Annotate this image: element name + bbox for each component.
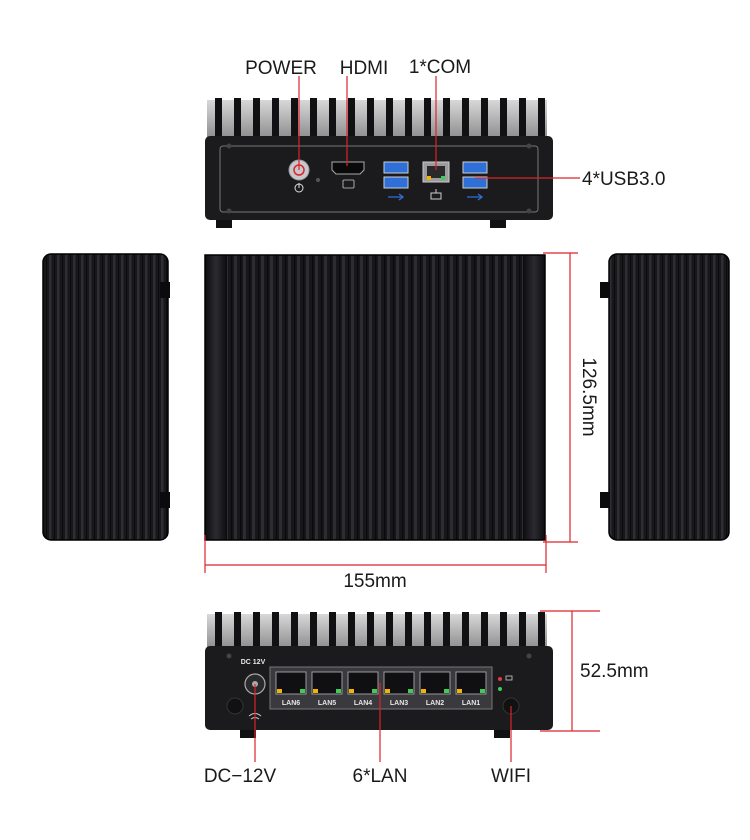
front-faceplate (205, 136, 553, 220)
com-label: 1*COM (409, 57, 471, 78)
screw (526, 653, 532, 659)
front-callout-lines (298, 76, 580, 179)
lan-port-label: LAN5 (318, 700, 336, 707)
rear-heatsink-fins (207, 612, 547, 650)
lan-port-label: LAN6 (282, 700, 300, 707)
lan-port (311, 671, 343, 695)
lan-port-label: LAN1 (462, 700, 480, 707)
hdmi-label: HDMI (340, 58, 389, 79)
front-led (316, 178, 320, 182)
top-view (204, 254, 546, 541)
usb-stack-right (462, 161, 488, 189)
front-foot-right (490, 220, 506, 228)
lan-port-label: LAN3 (390, 700, 408, 707)
rear-callout-lines (254, 683, 512, 762)
front-heatsink-fins (207, 98, 547, 140)
front-bezel-frame (219, 145, 539, 213)
lan-port (419, 671, 451, 695)
hdmi-port (331, 161, 365, 175)
rear-foot-right (494, 730, 510, 738)
front-panel-view (205, 76, 580, 228)
wifi-label: WIFI (491, 766, 531, 787)
lan-port (383, 671, 415, 695)
power-label: POWER (245, 58, 317, 79)
dimension-lines (204, 252, 600, 732)
dc-label: DC−12V (204, 766, 277, 787)
left-side-view (42, 253, 170, 541)
screw (226, 653, 232, 659)
hdd-icon (505, 675, 513, 681)
lan-port (455, 671, 487, 695)
rear-panel-view: LAN6 LAN5 LAN4 LAN3 LAN2 LAN1 DC 12V (205, 612, 553, 762)
antenna-hole-left (226, 697, 244, 715)
screw (226, 208, 232, 214)
lan-ports (275, 671, 487, 695)
lan-label: 6*LAN (353, 766, 408, 787)
screw (226, 143, 232, 149)
depth-dimension-label: 52.5mm (580, 661, 649, 682)
status-led (498, 677, 502, 681)
hdmi-hd-icon (342, 179, 355, 189)
usb-ss-icon (388, 193, 405, 201)
height-dimension-label: 126.5mm (578, 357, 599, 436)
front-foot-left (216, 220, 232, 228)
lan-block (269, 666, 493, 710)
usb-ss-icon (467, 193, 484, 201)
right-side-view (600, 253, 730, 541)
width-dimension-label: 155mm (343, 571, 406, 592)
status-led (498, 687, 502, 691)
screw (526, 143, 532, 149)
network-icon (430, 189, 442, 200)
dc-badge-label: DC 12V (241, 659, 266, 666)
lan-port (275, 671, 307, 695)
power-symbol-icon (294, 183, 304, 193)
rear-foot-left (240, 730, 256, 738)
lan-port (347, 671, 379, 695)
screw (526, 208, 532, 214)
usb-stack-left (383, 161, 409, 189)
usb-label: 4*USB3.0 (582, 169, 665, 190)
lan-port-label: LAN4 (354, 700, 372, 707)
lan-port-label: LAN2 (426, 700, 444, 707)
